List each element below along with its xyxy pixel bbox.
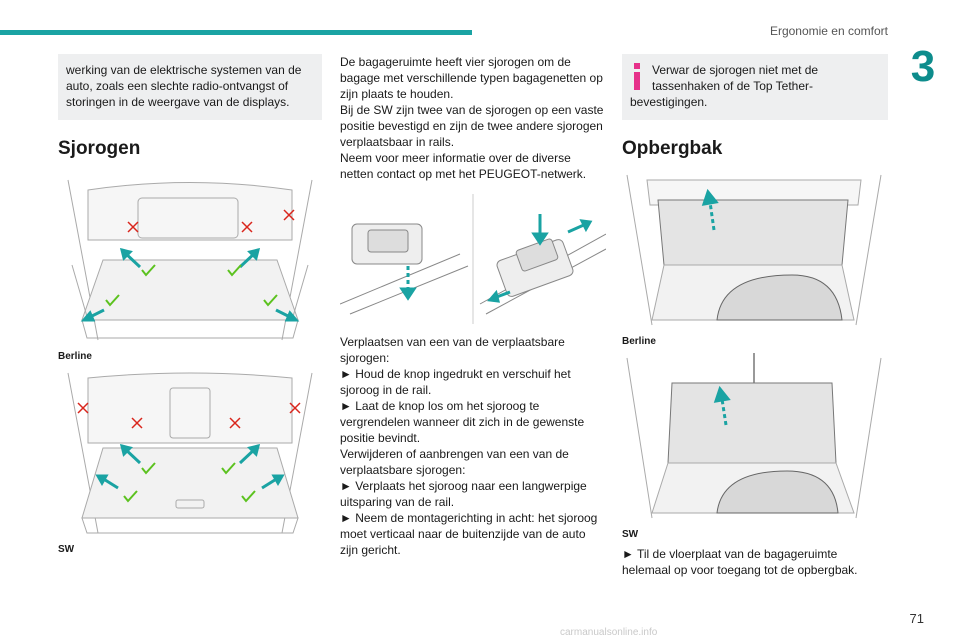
- storage-sw-svg: [626, 353, 882, 519]
- header-accent-bar: [0, 30, 472, 35]
- illustration-rail-lashing: [340, 194, 606, 324]
- step-release-button: ► Laat de knop los om het sjoroog te ver…: [340, 399, 585, 445]
- caption-sw: SW: [58, 544, 75, 555]
- caption-sw-storage: SW: [622, 529, 639, 540]
- paragraph-move-title: Verplaatsen van een van de verplaatsbare…: [340, 335, 565, 365]
- trunk-sw-svg: [67, 372, 313, 534]
- info-text: Verwar de sjorogen niet met de tassenhak…: [630, 63, 819, 109]
- cross-mark-3: [283, 209, 295, 221]
- paragraph-sw: Bij de SW zijn twee van de sjorogen op e…: [340, 103, 604, 149]
- illustration-sw-storage: [622, 353, 886, 523]
- continued-note: werking van de elektrische systemen van …: [58, 54, 322, 120]
- step-mounting-direction: ► Neem de montagerichting in acht: het s…: [340, 511, 598, 557]
- caption-berline: Berline: [58, 351, 92, 362]
- caption-berline-storage: Berline: [622, 336, 656, 347]
- paragraph-intro: De bagageruimte heeft vier sjorogen om d…: [340, 55, 603, 101]
- trunk-berline-svg: [67, 179, 313, 341]
- storage-berline-svg: [626, 174, 882, 326]
- column-1: werking van de elektrische systemen van …: [58, 54, 322, 561]
- illustration-berline-lashing: [58, 170, 322, 345]
- section-title-opbergbak: Opbergbak: [622, 138, 723, 159]
- cross-mark-1: [127, 221, 139, 233]
- info-icon: [630, 62, 644, 90]
- column-3: Verwar de sjorogen niet met de tassenhak…: [622, 54, 888, 578]
- section-title-sjorogen: Sjorogen: [58, 138, 141, 159]
- step-hold-button: ► Houd de knop ingedrukt en verschuif he…: [340, 367, 571, 397]
- page-number: 71: [909, 611, 924, 626]
- info-box: Verwar de sjorogen niet met de tassenhak…: [622, 54, 888, 120]
- column-2: De bagageruimte heeft vier sjorogen om d…: [340, 54, 606, 558]
- rail-lashing-svg: [340, 194, 606, 324]
- step-lift-floor: ► Til de vloerplaat van de bagageruimte …: [622, 547, 858, 577]
- paragraph-remove-title: Verwijderen of aanbrengen van een van de…: [340, 447, 569, 477]
- watermark: carmanualsonline.info: [560, 627, 658, 638]
- chapter-number: 3: [900, 44, 946, 90]
- paragraph-network: Neem voor meer informatie over de divers…: [340, 151, 587, 181]
- header-title: Ergonomie en comfort: [769, 24, 888, 38]
- step-move-to-slot: ► Verplaats het sjoroog naar een langwer…: [340, 479, 587, 509]
- illustration-berline-storage: [622, 170, 886, 330]
- cross-mark-2: [241, 221, 253, 233]
- illustration-sw-lashing: [58, 368, 322, 538]
